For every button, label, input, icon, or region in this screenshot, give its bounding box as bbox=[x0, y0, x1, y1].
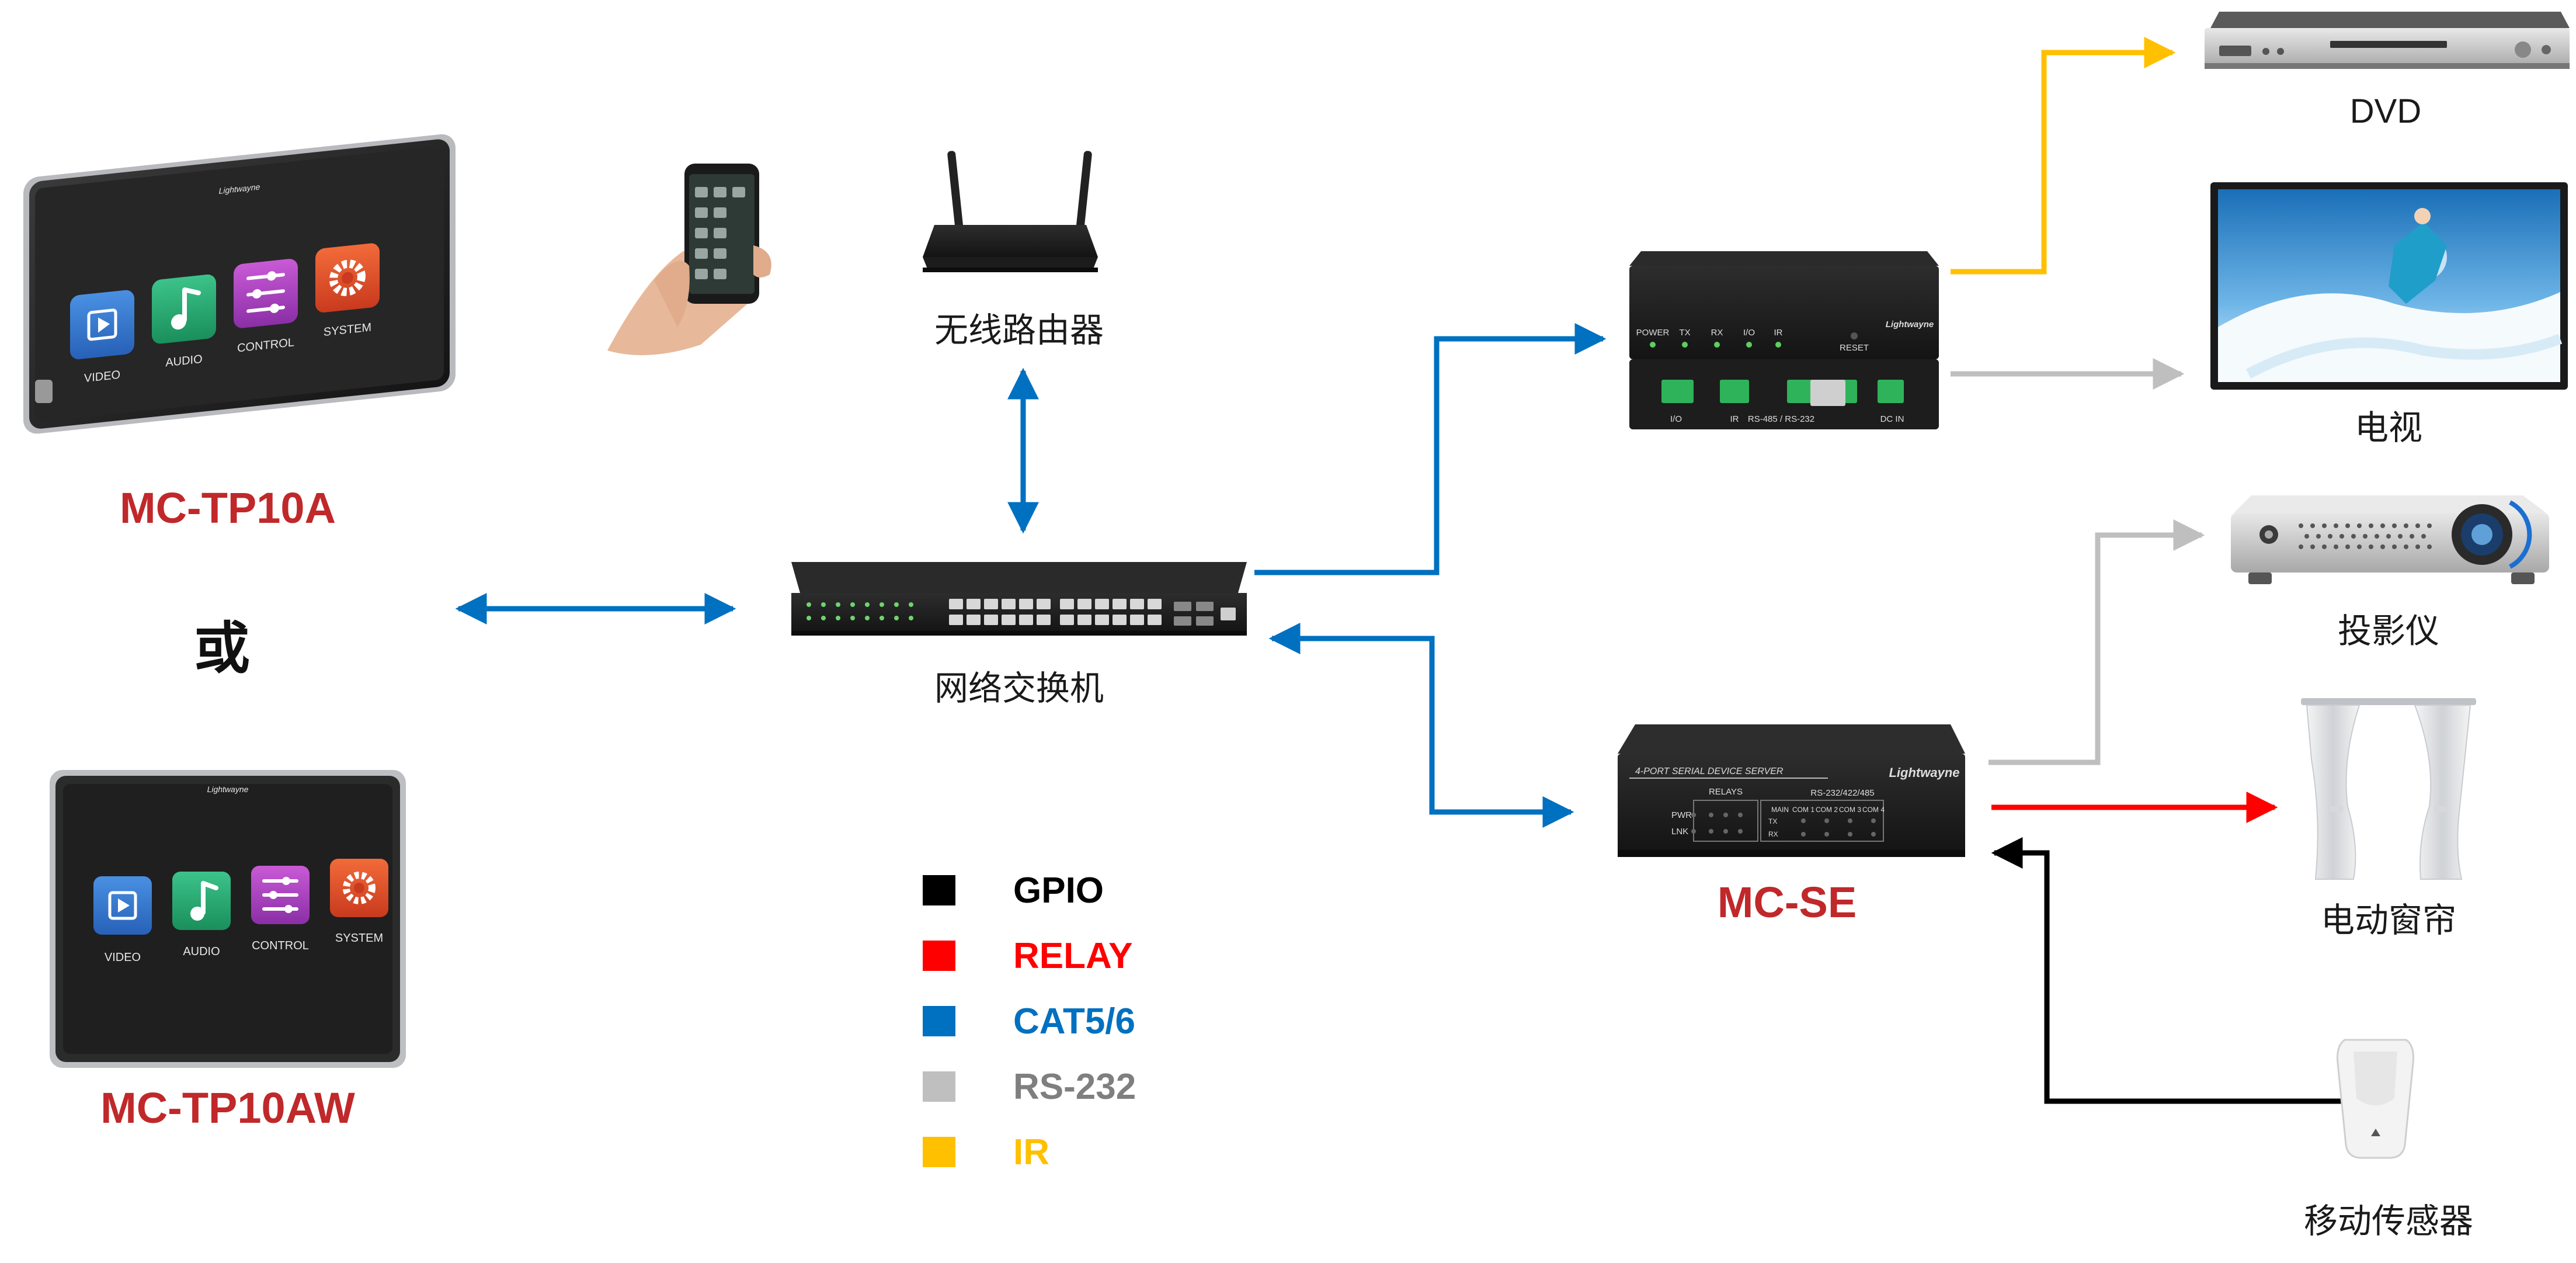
panel-tp10a: Lightwayne VIDEO AUDIO CONTROL SY bbox=[23, 134, 456, 434]
legend-label-ir: IR bbox=[1013, 1132, 1049, 1172]
network-switch-icon bbox=[791, 562, 1247, 636]
model-label-tp10aw: MC-TP10AW bbox=[100, 1084, 355, 1132]
rs232-link-projector bbox=[1989, 519, 2205, 765]
projector-label: 投影仪 bbox=[2338, 611, 2439, 651]
led-label-ir: IR bbox=[1774, 328, 1783, 338]
port-label-rs: RS-485 / RS-232 bbox=[1748, 414, 1814, 424]
reset-label: RESET bbox=[1840, 343, 1869, 353]
router-icon bbox=[923, 151, 1098, 272]
led-label-power: POWER bbox=[1636, 328, 1670, 338]
connections bbox=[455, 37, 2342, 1104]
mcse-label: MC-SE bbox=[1718, 878, 1857, 927]
gpio-link-sensor bbox=[1991, 837, 2342, 1104]
ir-link-dvd bbox=[1951, 37, 2176, 275]
dvd-player-icon bbox=[2205, 12, 2570, 69]
app-label-system-2: SYSTEM bbox=[335, 932, 383, 945]
led-label-rx: RX bbox=[1711, 328, 1723, 338]
legend-swatch-ir bbox=[923, 1137, 955, 1167]
port-label-io: I/O bbox=[1670, 414, 1682, 424]
legend: GPIO RELAY CAT5/6 RS-232 IR bbox=[923, 870, 1136, 1172]
legend-label-gpio: GPIO bbox=[1013, 870, 1104, 911]
port-main: MAIN bbox=[1771, 806, 1789, 814]
cat-link-mcse-switch bbox=[1268, 623, 1574, 828]
tx-label: TX bbox=[1768, 817, 1777, 825]
switch-label: 网络交换机 bbox=[934, 668, 1104, 708]
legend-label-relay: RELAY bbox=[1013, 936, 1132, 976]
legend-swatch-relay bbox=[923, 941, 955, 971]
curtain-icon bbox=[2301, 698, 2476, 880]
curtain-label: 电动窗帘 bbox=[2321, 900, 2456, 940]
port-com4: COM 4 bbox=[1862, 806, 1885, 814]
mcse-device-icon: 4-PORT SERIAL DEVICE SERVER Lightwayne R… bbox=[1618, 724, 1965, 857]
led-label-io: I/O bbox=[1743, 328, 1755, 338]
projector-icon bbox=[2231, 495, 2549, 584]
port-label-ir: IR bbox=[1730, 414, 1739, 424]
cat-link-switch-irdevice bbox=[1254, 323, 1607, 575]
ports-label: RS-232/422/485 bbox=[1810, 788, 1874, 798]
led-label-tx: TX bbox=[1679, 328, 1690, 338]
app-label-video-2: VIDEO bbox=[105, 951, 141, 964]
legend-label-cat: CAT5/6 bbox=[1013, 1001, 1135, 1042]
rx-label: RX bbox=[1768, 830, 1778, 838]
port-com1: COM 1 bbox=[1792, 806, 1814, 814]
panel-brand-2: Lightwayne bbox=[207, 785, 249, 794]
motion-sensor-icon bbox=[2337, 1039, 2414, 1159]
legend-swatch-rs232 bbox=[923, 1071, 955, 1102]
port-com3: COM 3 bbox=[1839, 806, 1861, 814]
app-label-control-2: CONTROL bbox=[252, 939, 309, 952]
legend-swatch-cat bbox=[923, 1006, 955, 1036]
legend-swatch-gpio bbox=[923, 875, 955, 905]
panel-tp10aw: Lightwayne VIDEO AUDIO CONTROL SYSTEM bbox=[50, 770, 406, 1068]
port-label-dcin: DC IN bbox=[1880, 414, 1904, 424]
dvd-label: DVD bbox=[2350, 92, 2421, 130]
mcse-device-brand: Lightwayne bbox=[1889, 765, 1959, 780]
row-label-pwr: PWR bbox=[1671, 810, 1692, 820]
ir-device-brand: Lightwayne bbox=[1886, 320, 1934, 329]
legend-label-rs232: RS-232 bbox=[1013, 1067, 1136, 1107]
ir-controller-device-icon: POWER TX RX I/O IR RESET Lightwayne I/O … bbox=[1629, 251, 1939, 429]
tv-icon bbox=[2210, 182, 2568, 390]
relays-label: RELAYS bbox=[1709, 787, 1743, 797]
router-label: 无线路由器 bbox=[934, 310, 1104, 350]
mcse-device-title: 4-PORT SERIAL DEVICE SERVER bbox=[1635, 766, 1784, 776]
app-label-audio-2: AUDIO bbox=[183, 945, 220, 958]
tv-label: 电视 bbox=[2355, 408, 2422, 447]
panel-brand: Lightwayne bbox=[219, 182, 260, 195]
or-label: 或 bbox=[194, 616, 250, 681]
sensor-label: 移动传感器 bbox=[2304, 1201, 2473, 1241]
row-label-lnk: LNK bbox=[1671, 827, 1688, 837]
smartphone-icon bbox=[607, 164, 771, 355]
port-com2: COM 2 bbox=[1816, 806, 1838, 814]
model-label-tp10a: MC-TP10A bbox=[120, 484, 336, 532]
